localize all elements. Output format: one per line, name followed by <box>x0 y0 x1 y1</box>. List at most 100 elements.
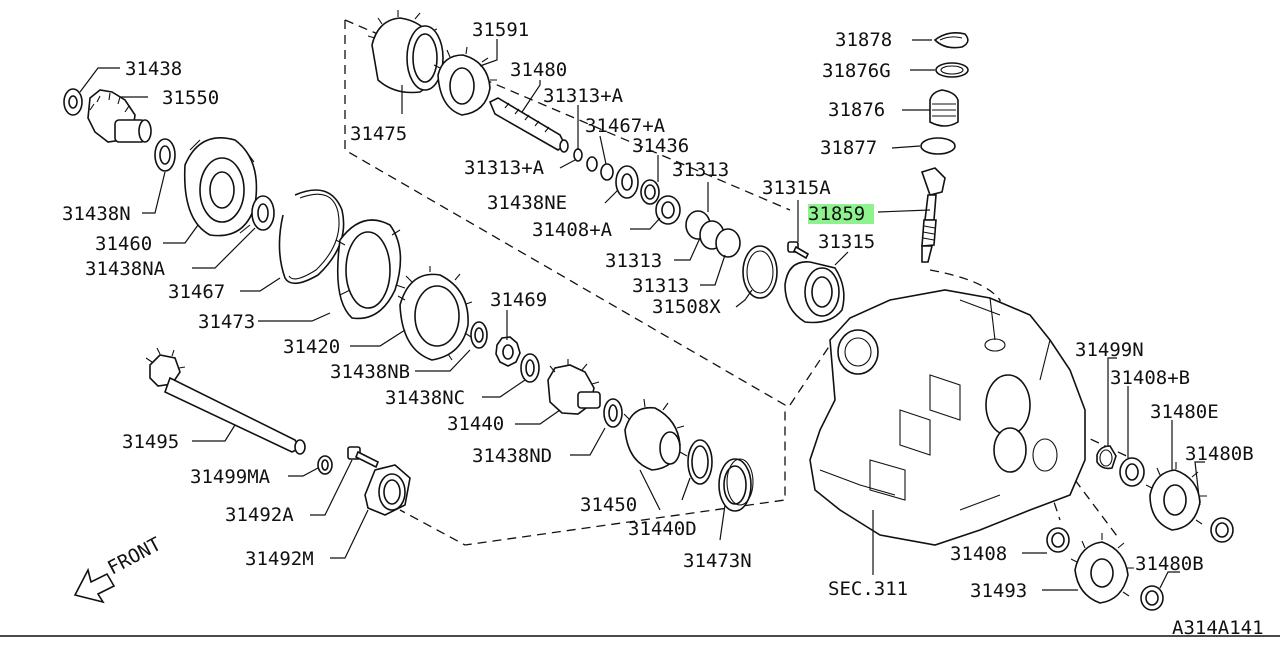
label-31508X[interactable]: 31508X <box>652 296 721 318</box>
label-31876[interactable]: 31876 <box>828 99 885 121</box>
part-31475-gear[interactable] <box>367 10 444 94</box>
transmission-case[interactable] <box>809 289 1086 546</box>
label-31408A[interactable]: 31408+A <box>532 219 613 241</box>
part-31492A-bolt[interactable] <box>347 446 380 469</box>
part-31440-gear[interactable] <box>547 359 601 415</box>
part-31438NA-bearing[interactable] <box>251 195 275 231</box>
label-31438NB[interactable]: 31438NB <box>330 361 410 383</box>
label-31460[interactable]: 31460 <box>95 233 152 255</box>
part-31467-snap-ring[interactable] <box>278 189 345 285</box>
label-31480[interactable]: 31480 <box>510 59 567 81</box>
label-31450[interactable]: 31450 <box>580 494 637 516</box>
part-31877-o-ring[interactable] <box>920 137 956 155</box>
label-sec-311[interactable]: SEC.311 <box>828 578 908 600</box>
part-31591-gear[interactable] <box>433 46 497 116</box>
label-31480E[interactable]: 31480E <box>1150 401 1219 423</box>
part-31420-gear[interactable] <box>397 266 473 361</box>
part-31859-speedometer-pinion[interactable] <box>920 167 946 263</box>
part-31450-gear[interactable] <box>623 398 688 471</box>
part-31493-gear[interactable] <box>1070 533 1134 604</box>
label-31591[interactable]: 31591 <box>472 19 529 41</box>
part-31499MA-washer[interactable] <box>317 455 333 475</box>
part-31460-drum[interactable] <box>183 136 258 237</box>
part-31495-shaft[interactable] <box>145 347 306 455</box>
diagram-code: A314A141 <box>1172 617 1264 639</box>
label-31878[interactable]: 31878 <box>835 29 892 51</box>
part-31438N-bearing[interactable] <box>154 138 176 172</box>
label-31495[interactable]: 31495 <box>122 431 179 453</box>
part-31508X-gasket[interactable] <box>742 245 778 299</box>
label-31408[interactable]: 31408 <box>950 543 1007 565</box>
label-31499N[interactable]: 31499N <box>1075 339 1144 361</box>
part-31315-retainer[interactable] <box>784 261 845 324</box>
part-31438NB-bearing[interactable] <box>470 321 488 349</box>
label-31467A[interactable]: 31467+A <box>585 115 666 137</box>
label-31438NE[interactable]: 31438NE <box>487 192 567 214</box>
part-31550-gear[interactable] <box>87 89 152 143</box>
label-31499MA[interactable]: 31499MA <box>190 466 271 488</box>
front-label: FRONT <box>104 533 165 579</box>
part-31473N-clutch[interactable] <box>718 458 754 512</box>
label-31408B[interactable]: 31408+B <box>1110 367 1190 389</box>
label-31315[interactable]: 31315 <box>818 231 875 253</box>
part-31876G-o-ring[interactable] <box>935 62 969 78</box>
part-31492M-bracket[interactable] <box>364 464 411 516</box>
label-31438N[interactable]: 31438N <box>62 203 131 225</box>
label-31493[interactable]: 31493 <box>970 580 1027 602</box>
part-31408-bearing[interactable] <box>1046 527 1070 553</box>
label-31467[interactable]: 31467 <box>168 281 225 303</box>
front-arrow-icon <box>73 567 116 604</box>
label-31475[interactable]: 31475 <box>350 123 407 145</box>
label-31492A[interactable]: 31492A <box>225 504 294 526</box>
part-31480E-gear[interactable] <box>1145 462 1207 531</box>
label-31469[interactable]: 31469 <box>490 289 547 311</box>
label-31438NA[interactable]: 31438NA <box>85 258 166 280</box>
label-31473N[interactable]: 31473N <box>683 550 752 572</box>
part-labels: 31438 31550 31438N 31460 31438NA 31467 3… <box>62 19 1254 602</box>
label-31420[interactable]: 31420 <box>283 336 340 358</box>
part-31438NE-bearing[interactable] <box>615 165 639 199</box>
leader-lines <box>79 39 1205 591</box>
label-31859[interactable]: 31859 <box>808 203 865 225</box>
label-31438ND[interactable]: 31438ND <box>472 445 552 467</box>
part-31480B-bushing-bottom[interactable] <box>1140 585 1164 611</box>
label-31480B-top[interactable]: 31480B <box>1185 443 1254 465</box>
part-31878-snap-ring[interactable] <box>933 32 969 49</box>
part-31313-shims[interactable] <box>685 210 741 258</box>
part-31438-nut[interactable] <box>63 88 83 116</box>
label-31492M[interactable]: 31492M <box>245 548 314 570</box>
part-31473-clutch-pack[interactable] <box>335 219 406 320</box>
part-31499N-bushing[interactable] <box>1096 445 1117 470</box>
label-31313A-top[interactable]: 31313+A <box>543 85 624 107</box>
label-31440[interactable]: 31440 <box>447 413 504 435</box>
label-31313-mid[interactable]: 31313 <box>605 250 662 272</box>
part-31408A-bearing[interactable] <box>655 195 681 225</box>
label-31313-top[interactable]: 31313 <box>672 159 729 181</box>
label-31473[interactable]: 31473 <box>198 311 255 333</box>
part-31876-sleeve[interactable] <box>929 89 959 127</box>
label-31313A-bottom[interactable]: 31313+A <box>464 157 545 179</box>
label-31877[interactable]: 31877 <box>820 137 877 159</box>
part-31436-washer[interactable] <box>640 179 660 205</box>
part-31313A-clip-2[interactable] <box>586 156 598 172</box>
part-31315A-bolt[interactable] <box>787 241 810 260</box>
part-31313A-clip-1[interactable] <box>573 148 583 162</box>
label-31438NC[interactable]: 31438NC <box>385 387 465 409</box>
label-31859-highlight <box>808 204 874 224</box>
label-31480B-bottom[interactable]: 31480B <box>1135 553 1204 575</box>
part-31480-shaft[interactable] <box>488 97 569 153</box>
part-31467A-ring[interactable] <box>600 163 614 181</box>
part-31438ND-bearing[interactable] <box>603 398 623 428</box>
label-31876G[interactable]: 31876G <box>822 60 891 82</box>
label-31440D[interactable]: 31440D <box>628 518 697 540</box>
part-31480B-bushing-top[interactable] <box>1210 517 1234 543</box>
part-31438NC-bearing[interactable] <box>520 353 540 383</box>
part-31440D-ring[interactable] <box>687 439 713 485</box>
part-31408B-bearing[interactable] <box>1119 457 1145 487</box>
label-31550[interactable]: 31550 <box>162 87 219 109</box>
label-31313-bottom[interactable]: 31313 <box>632 275 689 297</box>
label-31438[interactable]: 31438 <box>125 58 182 80</box>
label-31436[interactable]: 31436 <box>632 135 689 157</box>
part-31469-gear[interactable] <box>495 336 521 367</box>
label-31315A[interactable]: 31315A <box>762 177 831 199</box>
